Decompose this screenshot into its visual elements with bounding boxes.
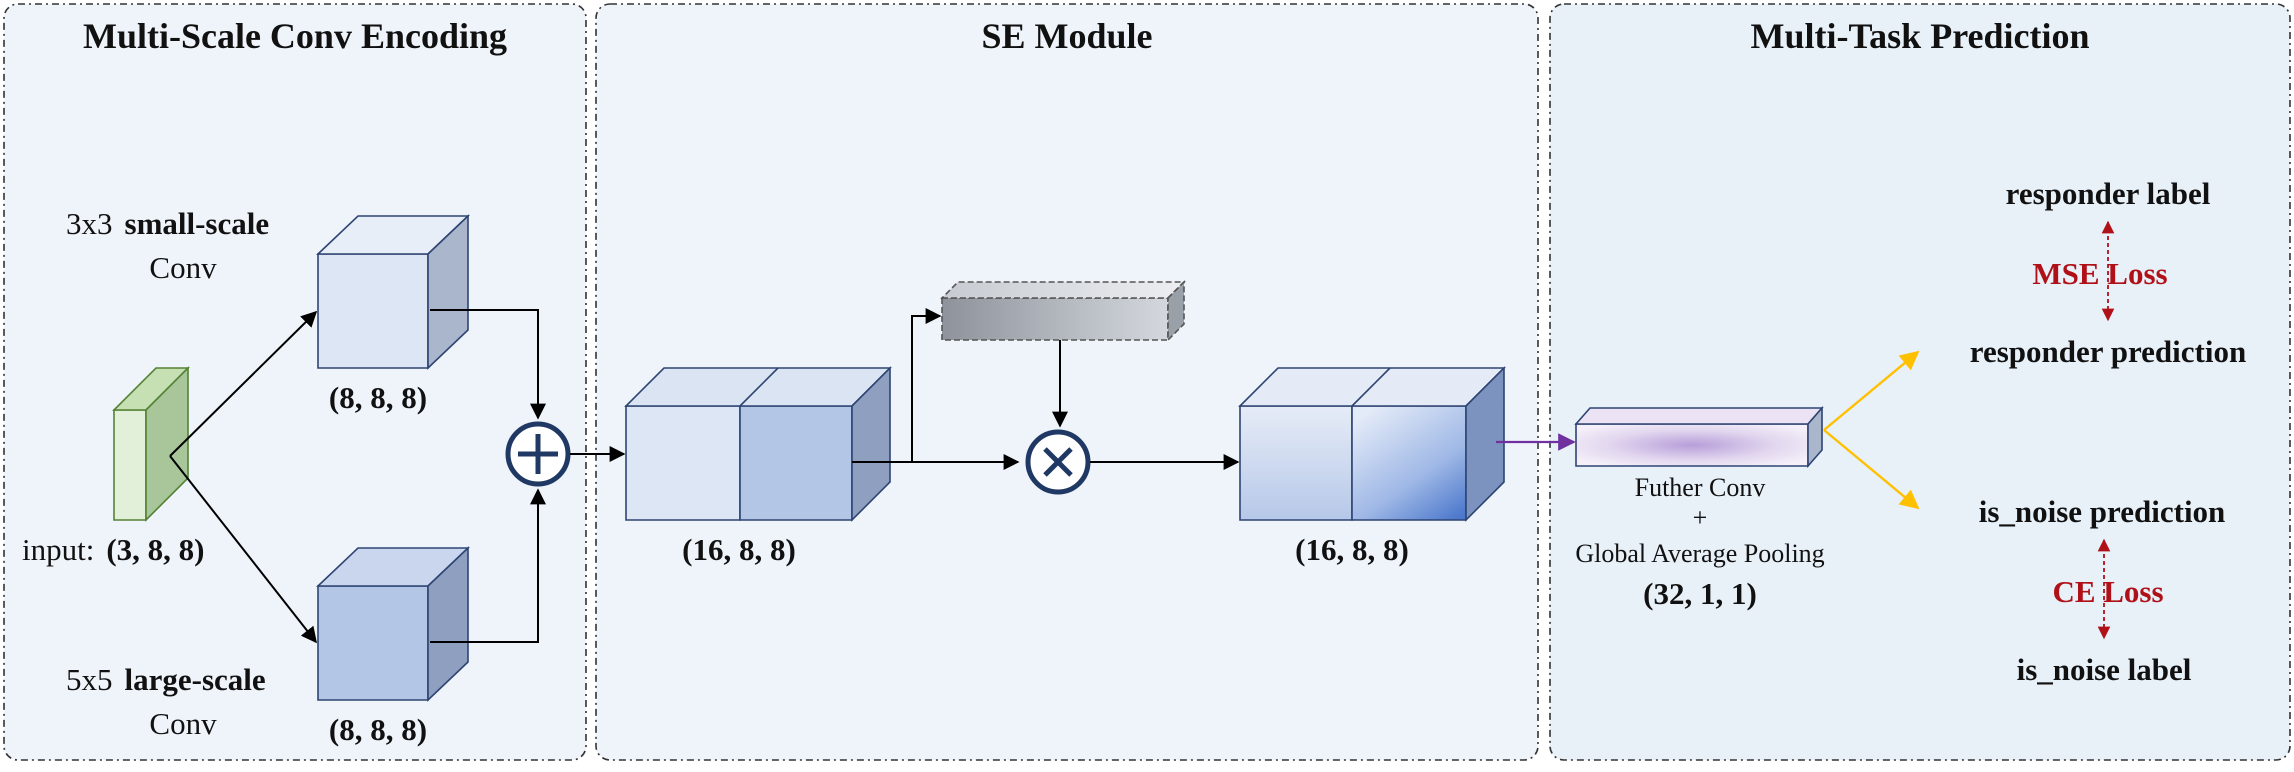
noise-prediction: is_noise prediction — [1979, 494, 2226, 529]
encoding-panel — [3, 3, 587, 761]
prediction-panel — [1549, 3, 2291, 761]
se-output-block — [1238, 366, 1506, 522]
small-conv-prefix: 3x3 — [66, 206, 113, 241]
input-tensor — [112, 366, 190, 522]
responder-prediction: responder prediction — [1970, 334, 2246, 369]
small-conv-suffix: Conv — [149, 250, 217, 285]
mse-loss-label: MSE Loss — [2032, 256, 2167, 291]
small-conv-bold: small-scale — [125, 206, 270, 241]
arrow-input-to-large — [169, 455, 317, 644]
small-scale-cube — [315, 214, 471, 370]
multiply-operator-icon — [1025, 429, 1091, 495]
encoding-title: Multi-Scale Conv Encoding — [83, 16, 507, 56]
arrow-to-noise — [1823, 429, 1920, 510]
gap-label: Global Average Pooling — [1575, 539, 1824, 568]
ce-loss-label: CE Loss — [2052, 574, 2163, 609]
responder-label: responder label — [2006, 176, 2211, 211]
plus-label: + — [1693, 503, 1708, 532]
input-shape: (3, 8, 8) — [106, 532, 204, 567]
input-label: input: (3, 8, 8) — [22, 532, 205, 567]
small-conv-label: 3x3 small-scale — [66, 206, 269, 241]
se-output-shape: (16, 8, 8) — [1295, 532, 1409, 567]
pooled-shape: (32, 1, 1) — [1643, 576, 1757, 611]
large-conv-bold: large-scale — [125, 662, 266, 697]
arrow-input-to-small — [169, 310, 318, 457]
prediction-title: Multi-Task Prediction — [1750, 16, 2089, 56]
arrow-small-to-sum — [430, 309, 546, 420]
concat-block — [624, 366, 892, 522]
arrow-to-responder — [1823, 350, 1920, 431]
pooled-vector — [1574, 405, 1824, 469]
concat-shape: (16, 8, 8) — [682, 532, 796, 567]
large-conv-label: 5x5 large-scale — [66, 662, 266, 697]
squeeze-vector — [940, 280, 1186, 342]
arrow-large-to-sum — [430, 488, 546, 643]
noise-label: is_noise label — [2017, 652, 2192, 687]
input-prefix: input: — [22, 532, 94, 567]
large-conv-prefix: 5x5 — [66, 662, 113, 697]
se-title: SE Module — [981, 16, 1152, 56]
se-panel — [595, 3, 1539, 761]
sum-operator-icon — [505, 421, 571, 487]
large-conv-suffix: Conv — [149, 706, 217, 741]
large-scale-cube — [315, 546, 471, 702]
further-conv-label: Futher Conv — [1635, 473, 1766, 502]
large-shape: (8, 8, 8) — [329, 712, 427, 747]
small-shape: (8, 8, 8) — [329, 380, 427, 415]
